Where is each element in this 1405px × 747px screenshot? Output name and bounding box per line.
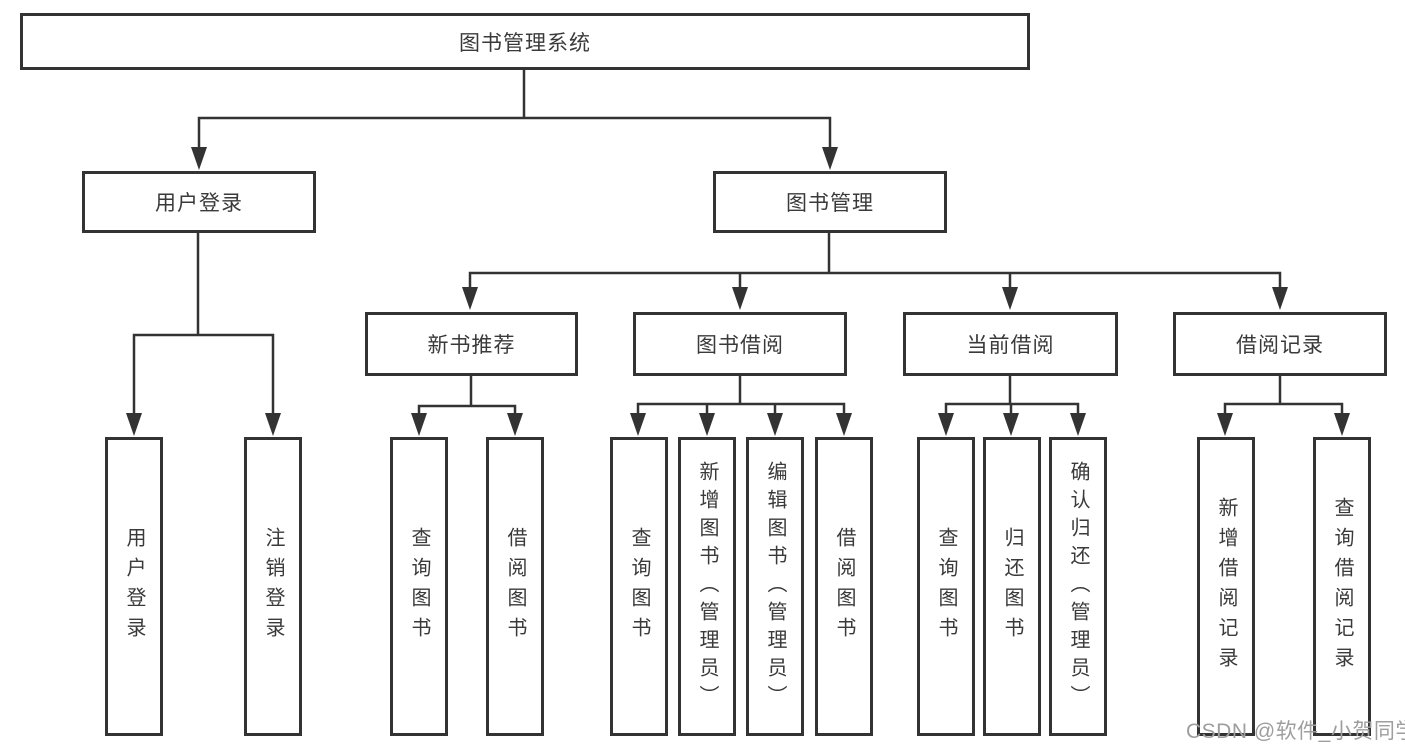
node-add-borrow-record: 新增借阅记录 bbox=[1197, 437, 1255, 736]
node-user-login: 用户登录 bbox=[82, 171, 316, 233]
csdn-watermark: CSDN @软件_小贺同学 bbox=[1186, 720, 1405, 743]
node-book-management: 图书管理 bbox=[713, 171, 947, 233]
node-root-library-management-system: 图书管理系统 bbox=[20, 13, 1030, 70]
node-query-borrow-record: 查询借阅记录 bbox=[1313, 437, 1371, 736]
node-user-login-action: 用户登录 bbox=[105, 437, 163, 736]
node-confirm-return-admin: 确认归还（管理员） bbox=[1049, 437, 1107, 736]
node-query-books-current: 查询图书 bbox=[917, 437, 975, 736]
node-edit-books-admin: 编辑图书（管理员） bbox=[746, 437, 804, 736]
connector-strokes bbox=[132, 67, 1344, 418]
arrowheads bbox=[126, 147, 1350, 436]
node-book-borrowing: 图书借阅 bbox=[633, 312, 847, 376]
node-borrow-books-borrowing: 借阅图书 bbox=[815, 437, 873, 736]
node-borrow-books-recommend: 借阅图书 bbox=[486, 437, 544, 736]
node-query-books-recommend: 查询图书 bbox=[390, 437, 448, 736]
node-current-borrowing: 当前借阅 bbox=[903, 312, 1118, 376]
node-new-book-recommend: 新书推荐 bbox=[365, 312, 578, 376]
node-logout-action: 注销登录 bbox=[244, 437, 302, 736]
node-return-books: 归还图书 bbox=[983, 437, 1041, 736]
node-borrowing-records: 借阅记录 bbox=[1173, 312, 1387, 376]
node-add-books-admin: 新增图书（管理员） bbox=[678, 437, 736, 736]
node-query-books-borrowing: 查询图书 bbox=[610, 437, 668, 736]
